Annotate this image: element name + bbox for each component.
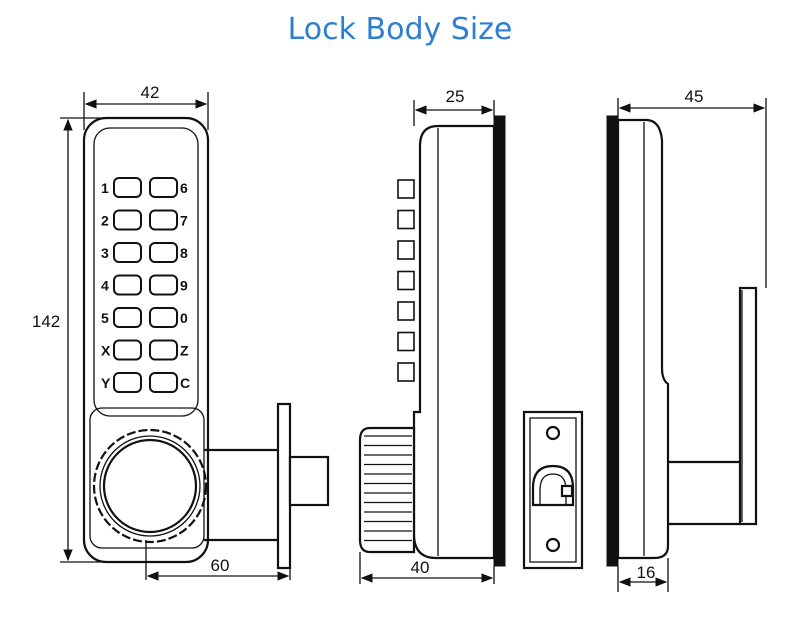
- dimension-label: 60: [211, 556, 230, 575]
- dimension-label: 142: [32, 312, 60, 331]
- latch-bolt: [288, 455, 330, 507]
- side-key: [397, 301, 415, 321]
- dimension-label: 42: [141, 83, 160, 102]
- front-view: 42 142 60 1 6 2 7 3 8 4 9 5 0X: [32, 83, 330, 581]
- side-key-buttons: [397, 179, 415, 382]
- dimension-front-height: 142: [32, 117, 100, 563]
- lever-handle: [738, 286, 758, 526]
- dimension-front-depth: 60: [145, 540, 291, 581]
- strike-plate: [522, 410, 584, 570]
- keypad-button: [113, 177, 142, 198]
- keypad-label: 1: [101, 180, 109, 196]
- dimension-label: 45: [685, 87, 704, 106]
- strike-plate-edge: [276, 402, 292, 570]
- side-key: [397, 240, 415, 260]
- keypad-label: 9: [180, 278, 188, 294]
- lock-body-back: [616, 118, 670, 560]
- keypad-label: 6: [180, 180, 188, 196]
- keypad-panel: [93, 127, 199, 417]
- keypad-button: [149, 274, 178, 296]
- side-key: [397, 362, 415, 382]
- keypad-button: [149, 177, 178, 198]
- door-panel-back: [606, 115, 619, 567]
- side-view: 25 40: [358, 87, 506, 584]
- keypad-button: [149, 339, 178, 361]
- keypad-label: C: [180, 375, 190, 391]
- keypad-label: 5: [101, 310, 109, 326]
- knob-front: [92, 428, 208, 544]
- knob-housing: [89, 407, 205, 549]
- keypad-label: Y: [101, 375, 111, 391]
- keypad-label: 4: [101, 278, 109, 294]
- dimension-front-width: 42: [83, 83, 209, 130]
- side-key: [397, 209, 415, 230]
- keypad-button: [149, 242, 178, 263]
- keypad-button: [113, 242, 142, 263]
- keypad-button: [113, 339, 142, 361]
- latch-hole: [531, 464, 575, 507]
- keypad-label: X: [101, 343, 111, 359]
- diagram-title: Lock Body Size: [287, 12, 513, 47]
- keypad-button: [149, 209, 178, 231]
- keypad-button: [113, 307, 142, 328]
- keypad-label: 3: [101, 245, 109, 261]
- dimension-back-width: 45: [617, 87, 767, 288]
- keypad-label: 7: [180, 213, 188, 229]
- keypad-buttons: 1 6 2 7 3 8 4 9 5 0X Z Y C: [101, 177, 190, 393]
- keypad-button: [149, 372, 178, 393]
- keypad-label: 2: [101, 213, 109, 229]
- side-key: [397, 179, 415, 199]
- lock-body-side: [412, 124, 496, 560]
- dimension-label: 25: [446, 87, 465, 106]
- keypad-button: [113, 274, 142, 296]
- knob-side: [358, 426, 416, 554]
- dimension-side-width: 25: [413, 87, 495, 126]
- dimension-side-depth: 40: [359, 552, 495, 584]
- keypad-label: 0: [180, 310, 188, 326]
- side-key: [397, 270, 415, 291]
- keypad-button: [113, 372, 142, 393]
- dimension-label: 40: [411, 558, 430, 577]
- back-view: 45 16: [606, 87, 767, 592]
- dimension-label: 16: [637, 563, 656, 582]
- side-key: [397, 331, 415, 352]
- dimension-back-depth: 16: [617, 558, 669, 592]
- keypad-button: [149, 307, 178, 328]
- keypad-label: Z: [180, 343, 189, 359]
- keypad-button: [113, 209, 142, 231]
- door-panel: [493, 115, 506, 567]
- keypad-label: 8: [180, 245, 188, 261]
